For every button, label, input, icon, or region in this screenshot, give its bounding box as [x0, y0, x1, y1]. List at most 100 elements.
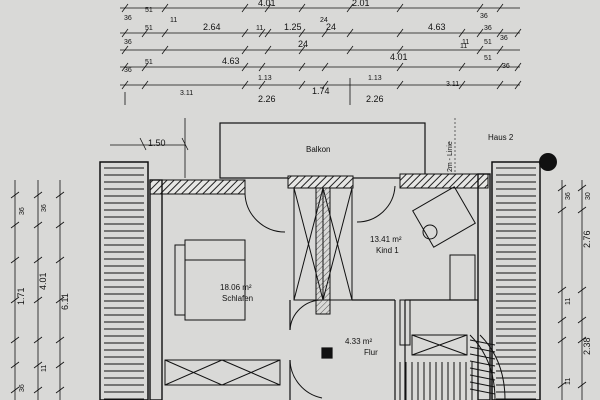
cabinet-flur [399, 299, 468, 356]
dimension-tick [241, 80, 249, 90]
room-area-schlafen: 18.06 m² [220, 283, 252, 292]
room-name-schlafen: Schlafen [222, 294, 253, 303]
dimension-tick [577, 381, 587, 389]
dim-label: 11 [170, 17, 177, 24]
partition-walls [289, 299, 478, 400]
dim-label: 30 [585, 192, 592, 200]
overhang-dimension [110, 78, 351, 178]
dimension-tick [10, 191, 20, 199]
dim-label: 36 [41, 204, 48, 212]
stair-tread [469, 339, 496, 346]
dimension-tick [121, 3, 129, 13]
dim-label: 24 [326, 22, 336, 32]
dimension-tick [33, 336, 43, 344]
stair-tread [469, 360, 496, 367]
dimension-tick [10, 361, 20, 369]
dimension-tick [55, 256, 65, 264]
dim-row-3: 36 24 11 51 36 [124, 35, 508, 49]
dim-label: 36 [124, 39, 132, 46]
dim-label: 24 [320, 17, 328, 24]
dimension-tick [458, 80, 466, 90]
dimension-tick [476, 28, 484, 38]
stair-tread [469, 388, 496, 395]
dimension-tick [557, 381, 567, 389]
dim-label: 4.01 [38, 272, 48, 290]
room-name-flur: Flur [364, 348, 378, 357]
stair-tread [469, 374, 496, 381]
dim-label: 4.63 [222, 56, 240, 66]
dim-label: 3.11 [180, 90, 193, 97]
dim-label: 36 [565, 192, 572, 200]
exterior-walls [149, 173, 491, 400]
dim-label: 36 [502, 63, 510, 70]
dimension-tick [514, 28, 522, 38]
dim-label: 11 [41, 365, 48, 372]
dim-label: 2.38 [582, 337, 592, 355]
dimension-tick [346, 28, 354, 38]
dimension-tick [298, 62, 306, 72]
dimension-tick [496, 3, 504, 13]
dimension-tick [121, 45, 129, 55]
dimension-tick [55, 336, 65, 344]
room-area-kind: 13.41 m² [370, 235, 402, 244]
dimension-tick [141, 62, 149, 72]
dim-label: 4.01 [258, 0, 276, 8]
overhang-label: 1.50 [148, 138, 166, 148]
dim-label: 3.11 [446, 81, 459, 88]
dim-label: 1.13 [258, 75, 272, 82]
dim-label: 2.26 [366, 94, 384, 104]
dimension-tick [33, 221, 43, 229]
dimension-tick [55, 191, 65, 199]
dimension-tick [33, 256, 43, 264]
dimension-tick [33, 296, 43, 304]
dimension-tick [55, 221, 65, 229]
dimension-tick [10, 336, 20, 344]
dimension-tick [346, 45, 354, 55]
dim-label: 2.64 [203, 22, 221, 32]
dimension-tick [557, 184, 567, 192]
dimension-tick [321, 28, 329, 38]
dimension-tick [141, 28, 149, 38]
dim-label: 36 [19, 207, 26, 215]
dimension-tick [10, 256, 20, 264]
dimension-tick [577, 184, 587, 192]
dim-label: 24 [298, 39, 308, 49]
stair-tread [469, 346, 496, 353]
dim-label: 4.01 [390, 52, 408, 62]
dimension-tick [346, 3, 354, 13]
cabinet-schlafen [164, 359, 281, 386]
stair-tread [469, 367, 496, 374]
dimension-tick [496, 28, 504, 38]
dimension-tick [161, 45, 169, 55]
left-roof-block [99, 161, 149, 400]
top-dimension-lines [120, 3, 522, 90]
dim-label: 6.11 [60, 293, 70, 310]
dimension-tick [496, 62, 504, 72]
dim-label: 11 [565, 378, 572, 385]
bed-schlafen [174, 239, 246, 321]
punch-hole [539, 153, 557, 171]
dim-row-1: 36 51 4.01 11 24 2.01 36 [124, 0, 488, 24]
wardrobe [293, 187, 353, 315]
dimension-tick [258, 62, 266, 72]
dimension-tick [258, 80, 266, 90]
staircase [399, 334, 506, 400]
dimension-tick [396, 45, 404, 55]
left-dimension-lines [10, 180, 65, 400]
stair-tread [469, 353, 496, 360]
dimension-tick [241, 62, 249, 72]
dimension-tick [55, 386, 65, 394]
dimension-tick [33, 191, 43, 199]
dim-label: 2.26 [258, 94, 276, 104]
dimension-tick [10, 221, 20, 229]
haus-label: Haus 2 [488, 133, 514, 142]
dimension-tick [577, 336, 587, 344]
dimension-tick [476, 45, 484, 55]
dimension-tick [258, 28, 266, 38]
dimension-tick [121, 62, 129, 72]
dimension-tick [396, 28, 404, 38]
dimension-tick [121, 28, 129, 38]
dim-label: 51 [484, 55, 492, 62]
dimension-tick [55, 296, 65, 304]
